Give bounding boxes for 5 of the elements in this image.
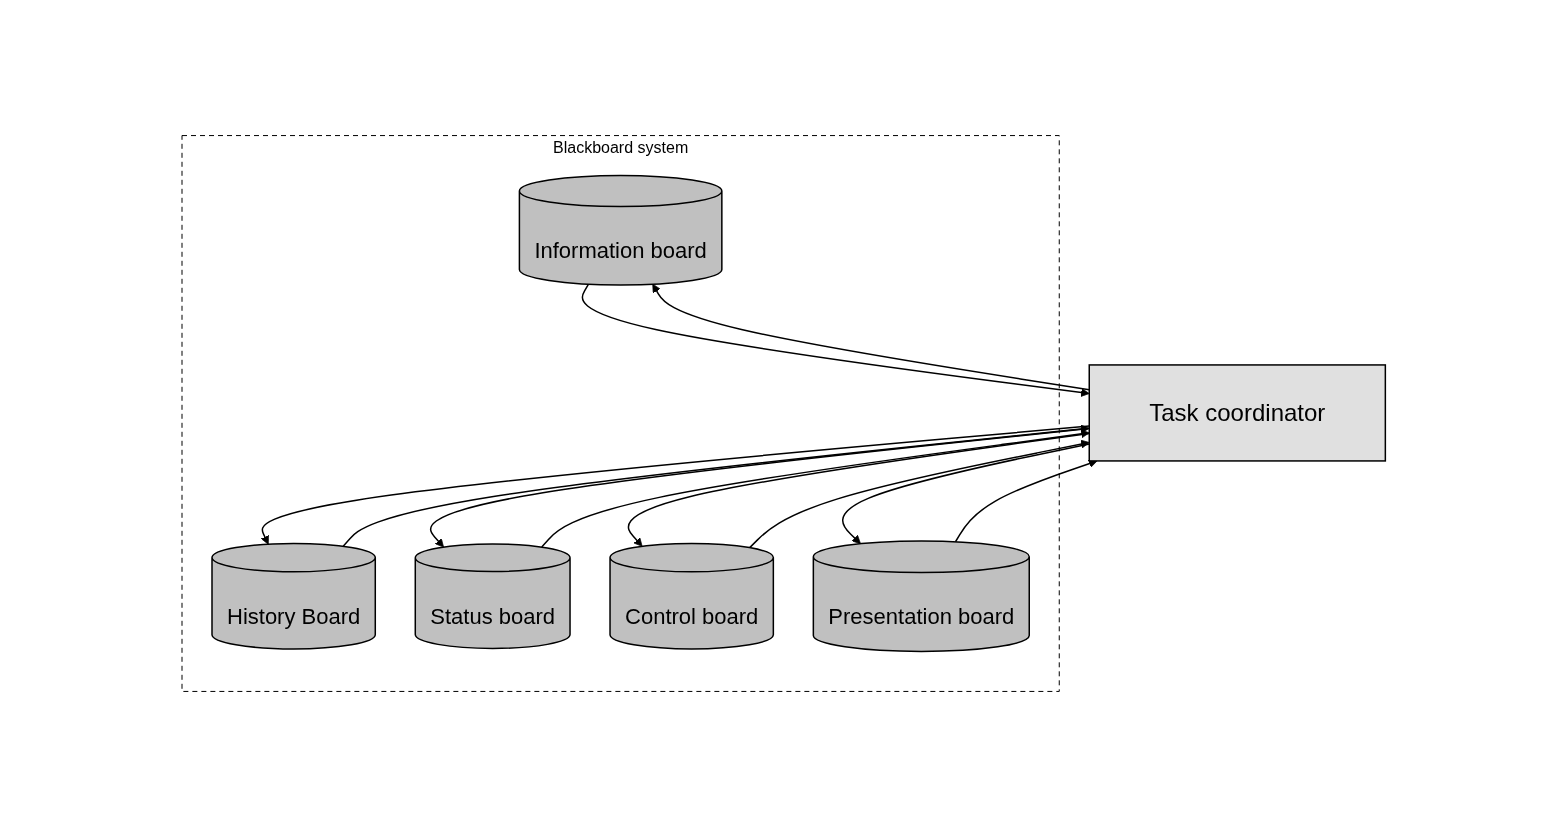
- arrow: [541, 429, 1090, 548]
- arrow: [749, 439, 1090, 549]
- node-box: Task coordinator: [1088, 364, 1387, 462]
- arrow: [955, 459, 1098, 543]
- arrow: [582, 283, 1090, 397]
